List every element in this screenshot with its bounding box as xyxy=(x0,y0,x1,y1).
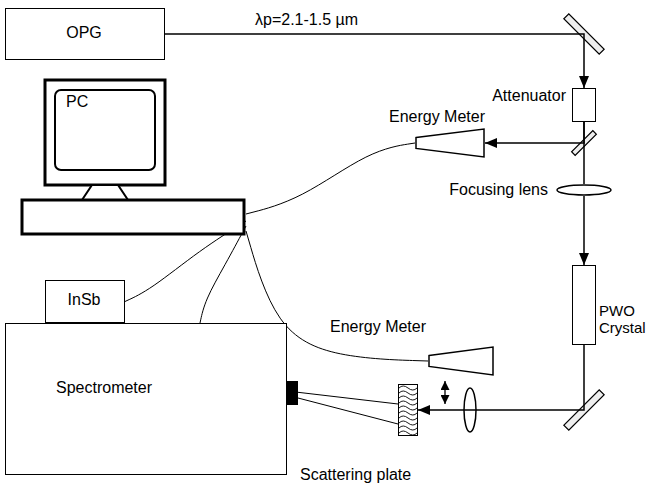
plate-label: Scattering plate xyxy=(300,466,411,484)
laser-beam xyxy=(583,196,585,265)
signal-cable xyxy=(246,143,415,214)
monitor xyxy=(45,80,165,185)
crystal-label: PWO Crystal xyxy=(599,302,651,337)
plate-texture xyxy=(399,416,417,420)
computer-name: PC xyxy=(66,93,88,111)
laser-beam xyxy=(287,391,398,404)
screen xyxy=(55,90,155,170)
entrance-slit xyxy=(287,381,298,405)
energy-meter: Energy Meter xyxy=(428,346,494,376)
plate-texture xyxy=(399,411,417,415)
plate-texture xyxy=(399,391,417,395)
plate-texture xyxy=(399,406,417,410)
energy-meter: Energy Meter xyxy=(415,128,485,158)
scattering-plate-shape xyxy=(398,384,418,436)
plate-outline xyxy=(399,385,418,436)
motion-arrow xyxy=(444,381,445,404)
detector-name: InSb xyxy=(68,291,101,309)
plate-texture xyxy=(399,386,417,390)
signal-cable xyxy=(200,226,246,323)
scattering-plate: Scattering plate xyxy=(398,384,418,436)
energy-meter-shape xyxy=(428,346,494,376)
detector-box: InSb xyxy=(45,280,125,323)
attenuator: Attenuator xyxy=(572,88,596,122)
plate-texture xyxy=(399,396,417,400)
lens-label: Focusing lens xyxy=(449,181,548,199)
energy-meter-shape xyxy=(415,128,485,158)
laser-beam xyxy=(583,122,585,184)
attenuator-label: Attenuator xyxy=(492,87,566,105)
laser-beam xyxy=(485,122,584,143)
plate-texture xyxy=(399,421,417,425)
focusing-lens: Focusing lens xyxy=(556,184,612,196)
plate-texture xyxy=(399,426,417,430)
plate-texture xyxy=(399,401,417,405)
lens-outline xyxy=(557,185,611,195)
computer: PC xyxy=(20,78,246,236)
source-name: OPG xyxy=(66,24,102,42)
laser-beam xyxy=(165,34,584,88)
meter-label: Energy Meter xyxy=(330,318,426,336)
keyboard xyxy=(22,200,244,234)
source-box: OPG xyxy=(5,8,165,60)
spectrometer-name: Spectrometer xyxy=(56,379,152,397)
monitor-stand xyxy=(82,185,128,200)
meter-head xyxy=(416,129,484,157)
laser-beam xyxy=(418,345,584,410)
plate-texture xyxy=(399,431,417,435)
spectrometer-box: Spectrometer xyxy=(5,323,287,475)
meter-head xyxy=(429,347,493,375)
meter-label: Energy Meter xyxy=(389,108,485,126)
computer-shape xyxy=(20,78,246,236)
wavelength-label: λp=2.1-1.5 µm xyxy=(253,11,360,29)
crystal: PWO Crystal xyxy=(572,265,596,345)
focusing-lens-shape xyxy=(556,184,612,196)
